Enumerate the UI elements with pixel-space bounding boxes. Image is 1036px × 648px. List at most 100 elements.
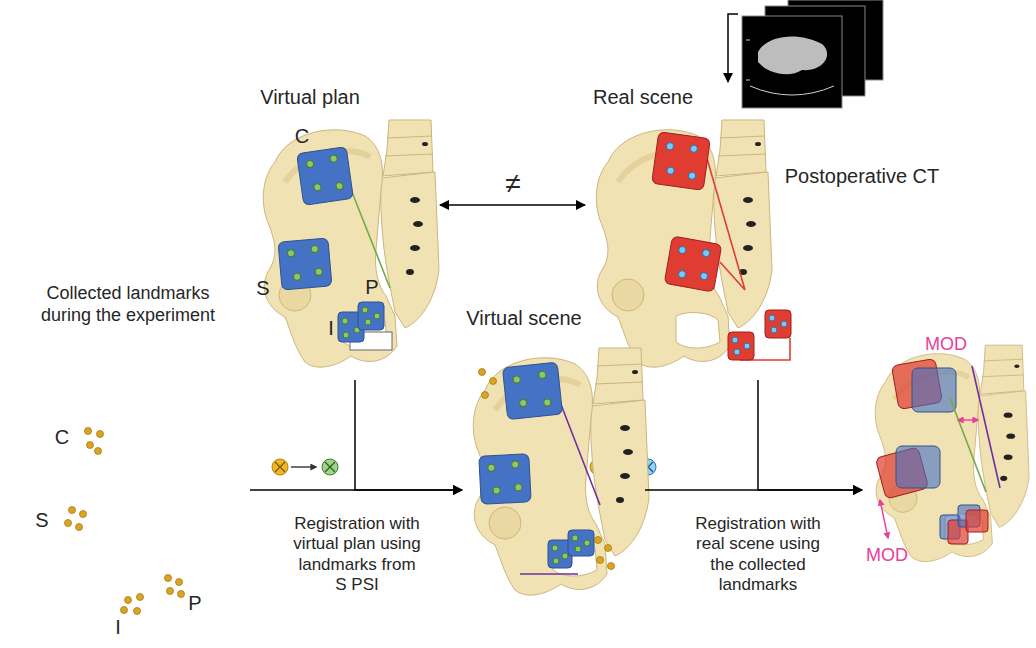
panel-label: MOD [866,545,908,567]
deviation-arrow [958,419,978,420]
target-point-icon [322,459,338,475]
psi-block [652,132,711,191]
ct-slice [742,16,842,108]
deviation-arrow [880,500,888,538]
landmark-dot [69,507,76,514]
landmark-dot [343,332,349,338]
landmark-dot [666,142,674,150]
landmark-dot [374,313,380,319]
psi-block [912,368,956,412]
psi-guide [652,132,711,191]
landmark-dot [771,327,777,333]
psi-block [728,332,754,360]
virtual-plan-figure [263,120,439,367]
landmark-dot [493,487,500,494]
panel-label: P [188,591,201,615]
psi-block [502,362,562,419]
source-point-icon [272,459,288,475]
connector-arrow [355,380,462,490]
panel-heading: MOD [925,334,967,356]
landmark-dot [167,588,174,595]
connector-label: ≠ [503,167,522,201]
landmark-dot [597,557,604,564]
landmark-dot [176,579,183,586]
psi-block [896,446,940,488]
landmark-dot [80,511,87,518]
ct-tick [746,40,750,80]
psi-block [479,454,531,505]
panel-label: S [35,508,48,532]
landmark-dot [134,608,141,615]
virtual-scene-figure [473,348,649,595]
landmark-dot [311,245,319,253]
psi-guide [502,362,562,419]
landmark-dot [769,315,775,321]
psi-block [966,510,988,532]
landmark-dot [539,371,547,379]
landmark-dot [165,575,172,582]
landmark-dot [513,376,521,384]
landmark-dot [552,545,558,551]
psi-guide [548,530,594,568]
landmark-dot [178,591,185,598]
landmark-dot [95,448,102,455]
landmark-dot [690,145,698,153]
plan-cut-line [950,398,986,492]
figure-panel: Real scene [585,82,775,380]
landmark-dot [667,167,675,175]
panel-heading: Virtual scene [466,306,581,330]
landmark-dot [482,392,489,399]
ct-stack [742,0,883,108]
connector-label: Registration with virtual plan using lan… [290,514,425,596]
panel-label: C [55,425,69,449]
connector-label: Registration with real scene using the c… [691,514,826,596]
psi-guide [765,310,791,338]
registration-icon [272,459,338,475]
psi-guide [278,238,332,290]
landmark-dot [97,431,104,438]
psi-guide [297,147,354,205]
landmark-dot [362,307,368,313]
figure-panel: Collected landmarks during the experimen… [4,280,250,646]
landmark-dot [572,535,578,541]
panel-label: P [365,275,378,299]
landmark-dot [490,378,497,385]
real-scene-figure [596,120,791,367]
panel-label: C [295,124,309,148]
scene-cut-line [520,402,600,574]
landmark-dot [584,540,590,546]
landmark-dot [678,246,686,254]
landmark-dot [315,268,323,276]
pelvis-illustration [473,348,649,595]
cross-mark [275,462,285,472]
figure-panel: MOD MOD [862,325,1034,605]
psi-block [297,147,354,205]
psi-block [358,302,384,330]
psi-block [664,236,722,292]
landmark-dot [76,524,83,531]
plan-cut-line [348,182,390,288]
figure-panel: Virtual scene [462,304,645,602]
landmark-dot [479,369,486,376]
figure-panel: Postoperative CT [738,0,953,192]
landmark-dot [287,249,295,257]
figure-panel: Virtual planCSPI [250,82,440,380]
psi-block [278,238,332,290]
icon-arrow [291,466,316,467]
landmark-dot [678,270,686,278]
landmark-dot [688,172,696,180]
psi-guide [358,302,384,330]
collected-landmarks [479,369,615,570]
landmark-dot [314,183,322,191]
landmark-dot [85,428,92,435]
scene-cut-line [972,366,1000,488]
landmark-dot [562,553,568,559]
landmark-dot [515,484,522,491]
landmark-dot [702,249,710,257]
landmark-dot [330,155,338,163]
ct-pelvis [758,36,827,74]
landmark-dot [137,594,144,601]
connector-arrow [728,14,738,82]
panel-heading: Postoperative CT [785,164,940,188]
landmark-dot [608,563,615,570]
